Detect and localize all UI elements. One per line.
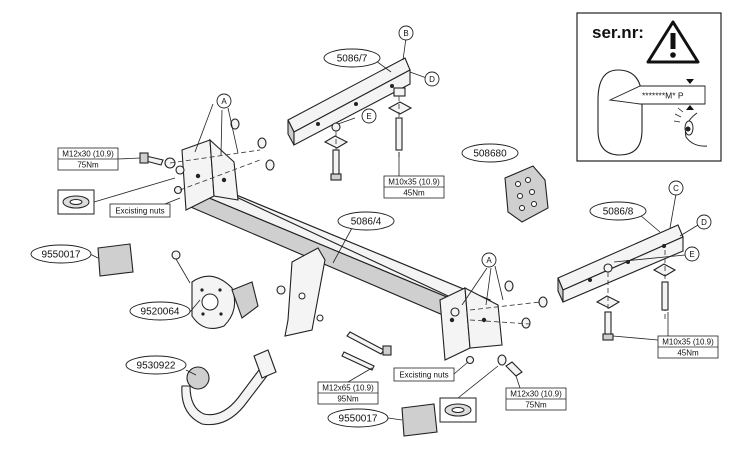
svg-text:E: E [689,250,694,259]
serial-number-panel: ser.nr: *******M* P [576,12,722,162]
svg-text:9530922: 9530922 [137,361,176,372]
svg-text:45Nm: 45Nm [403,189,425,198]
callout-bracket-left: 5086/7 [323,48,381,68]
washer-icon [439,397,477,423]
svg-text:A: A [486,256,492,265]
svg-text:A: A [221,97,227,106]
warning-triangle-icon [646,20,700,64]
svg-text:5086/4: 5086/4 [351,217,382,228]
svg-text:M10x35 (10.9): M10x35 (10.9) [662,338,714,347]
eye-icon [673,107,708,147]
left-bracket [287,37,433,146]
callout-bracket-right: 5086/8 [589,201,647,221]
marker-d-top: D [424,71,440,87]
marker-c: C [668,180,684,196]
callout-towball: 9530922 [125,355,187,375]
svg-text:B: B [403,29,408,38]
svg-text:9550017: 9550017 [339,414,378,425]
washer-icon [57,189,95,215]
svg-text:M12x30 (10.9): M12x30 (10.9) [62,150,114,159]
svg-text:9520064: 9520064 [141,307,180,318]
spec-m12x65: M12x65 (10.9) 95Nm [317,381,379,405]
towball [181,349,277,426]
callout-crossbar: 5086/4 [337,211,395,231]
spec-m10x35-right: M10x35 (10.9) 45Nm [657,335,719,359]
note-nuts-right: Excisting nuts [393,361,469,382]
marker-d-right: D [696,214,712,230]
svg-text:508680: 508680 [473,149,507,160]
callout-reflector-right: 9550017 [327,408,389,428]
marker-a-right: A [481,252,497,268]
right-fasteners [439,265,548,423]
reflector-left [89,243,134,277]
panel-title: ser.nr: [592,23,644,42]
svg-text:5086/8: 5086/8 [603,207,634,218]
svg-text:D: D [429,75,435,84]
svg-text:5086/7: 5086/7 [337,54,368,65]
plate-text: *******M* P [642,91,684,101]
svg-text:M12x65 (10.9): M12x65 (10.9) [322,384,374,393]
marker-b: B [398,25,414,41]
svg-text:9550017: 9550017 [42,250,81,261]
svg-text:75Nm: 75Nm [525,401,547,410]
svg-text:E: E [366,112,371,121]
svg-text:45Nm: 45Nm [677,349,699,358]
spec-m10x35-top: M10x35 (10.9) 45Nm [383,175,445,199]
wiring-module [504,165,549,223]
marker-e-top: E [361,108,377,124]
svg-text:Excisting nuts: Excisting nuts [115,207,164,216]
reflector-right [387,403,438,437]
svg-text:95Nm: 95Nm [337,395,359,404]
svg-text:C: C [673,184,679,193]
crossbar [181,138,503,361]
long-bolts [341,331,392,383]
svg-text:D: D [701,218,707,227]
callout-reflector-left: 9550017 [30,244,92,264]
callout-wiring-kit: 508680 [461,143,519,163]
svg-text:75Nm: 75Nm [77,161,99,170]
marker-a-left: A [216,93,232,109]
right-bracket [557,193,699,303]
spec-m12x30-right: M12x30 (10.9) 75Nm [505,375,567,411]
svg-text:M10x35 (10.9): M10x35 (10.9) [388,178,440,187]
bolt-stack-right [595,250,686,341]
callout-socket-plate: 9520064 [129,301,191,321]
socket-plate [171,250,286,329]
bolt-stack-top [323,87,413,181]
note-nuts-left: Excisting nuts [109,203,171,218]
spec-m12x30-left: M12x30 (10.9) 75Nm [57,147,141,171]
svg-text:M12x30 (10.9): M12x30 (10.9) [510,390,562,399]
svg-text:Excisting nuts: Excisting nuts [399,371,448,380]
marker-e-right: E [684,246,700,262]
